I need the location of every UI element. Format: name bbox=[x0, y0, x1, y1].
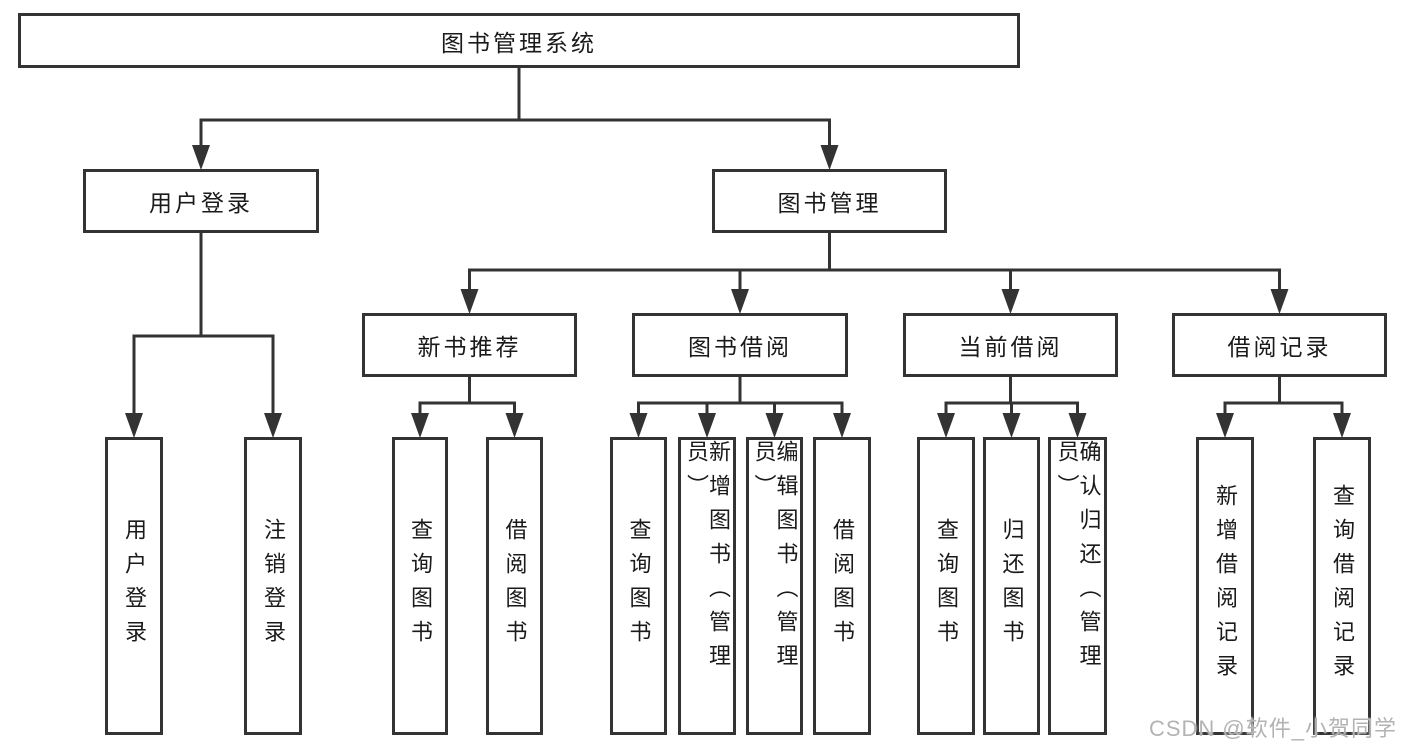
node-leaf-query-books-3: 查询图书 bbox=[917, 437, 975, 735]
node-new-book-recommend: 新书推荐 bbox=[362, 313, 577, 377]
watermark: CSDN @软件_小贺同学 bbox=[1148, 716, 1397, 741]
node-label: 新书推荐 bbox=[417, 334, 522, 360]
arrowhead-icon bbox=[629, 413, 648, 438]
arrowhead-icon bbox=[937, 413, 955, 438]
arrowhead-icon bbox=[1002, 413, 1021, 438]
node-user-login: 用户登录 bbox=[83, 169, 319, 233]
node-label: 借阅记录 bbox=[1227, 334, 1332, 360]
node-book-borrowing: 图书借阅 bbox=[632, 313, 848, 377]
arrowhead-icon bbox=[460, 289, 479, 314]
node-label: 图书借阅 bbox=[688, 334, 792, 360]
node-system-root: 图书管理系统 bbox=[18, 13, 1020, 68]
node-borrowing-records: 借阅记录 bbox=[1172, 313, 1387, 377]
arrowhead-icon bbox=[1068, 413, 1087, 438]
arrowhead-icon bbox=[698, 413, 716, 438]
node-label: 借阅图书 bbox=[830, 518, 855, 654]
node-label: 当前借阅 bbox=[958, 334, 1063, 360]
node-leaf-query-books-2: 查询图书 bbox=[610, 437, 667, 735]
node-leaf-query-record: 查询借阅记录 bbox=[1313, 437, 1371, 735]
node-leaf-user-login: 用户登录 bbox=[105, 437, 163, 735]
node-label: 新增图书（管理员） bbox=[684, 440, 731, 678]
node-label: 图书管理 bbox=[777, 190, 882, 216]
node-book-management: 图书管理 bbox=[712, 169, 947, 233]
node-leaf-edit-book: 编辑图书（管理员） bbox=[746, 437, 803, 735]
node-label: 用户登录 bbox=[149, 190, 253, 216]
node-label: 查询图书 bbox=[626, 518, 652, 654]
node-label: 用户登录 bbox=[122, 518, 147, 654]
node-leaf-borrow-books-1: 借阅图书 bbox=[486, 437, 543, 735]
node-label: 查询图书 bbox=[408, 518, 433, 654]
arrowhead-icon bbox=[1270, 289, 1289, 314]
node-current-borrowing: 当前借阅 bbox=[903, 313, 1118, 377]
arrowhead-icon bbox=[731, 289, 749, 314]
arrowhead-icon bbox=[833, 413, 851, 438]
node-leaf-borrow-books-2: 借阅图书 bbox=[813, 437, 871, 735]
node-leaf-logout: 注销登录 bbox=[244, 437, 302, 735]
node-leaf-return-book: 归还图书 bbox=[983, 437, 1040, 735]
arrowhead-icon bbox=[125, 413, 143, 438]
node-leaf-query-books-1: 查询图书 bbox=[392, 437, 448, 735]
arrowhead-icon bbox=[765, 413, 784, 438]
node-leaf-add-book: 新增图书（管理员） bbox=[678, 437, 736, 735]
node-label: 注销登录 bbox=[261, 518, 286, 654]
arrowhead-icon bbox=[505, 413, 524, 438]
node-label: 确认归还（管理员） bbox=[1054, 440, 1102, 678]
arrowhead-icon bbox=[1001, 289, 1020, 314]
arrowhead-icon bbox=[192, 145, 210, 170]
node-label: 编辑图书（管理员） bbox=[751, 440, 799, 678]
node-label: 借阅图书 bbox=[502, 518, 528, 654]
arrowhead-icon bbox=[1333, 413, 1351, 438]
arrowhead-icon bbox=[264, 413, 282, 438]
node-label: 查询借阅记录 bbox=[1330, 484, 1355, 688]
node-label: 图书管理系统 bbox=[441, 29, 597, 56]
node-leaf-confirm-return: 确认归还（管理员） bbox=[1048, 437, 1107, 735]
arrowhead-icon bbox=[820, 145, 839, 170]
arrowhead-icon bbox=[1216, 413, 1234, 438]
node-label: 查询图书 bbox=[934, 518, 959, 654]
node-leaf-add-record: 新增借阅记录 bbox=[1196, 437, 1254, 735]
node-label: 归还图书 bbox=[999, 518, 1025, 654]
arrowhead-icon bbox=[411, 413, 429, 438]
node-label: 新增借阅记录 bbox=[1213, 484, 1238, 688]
